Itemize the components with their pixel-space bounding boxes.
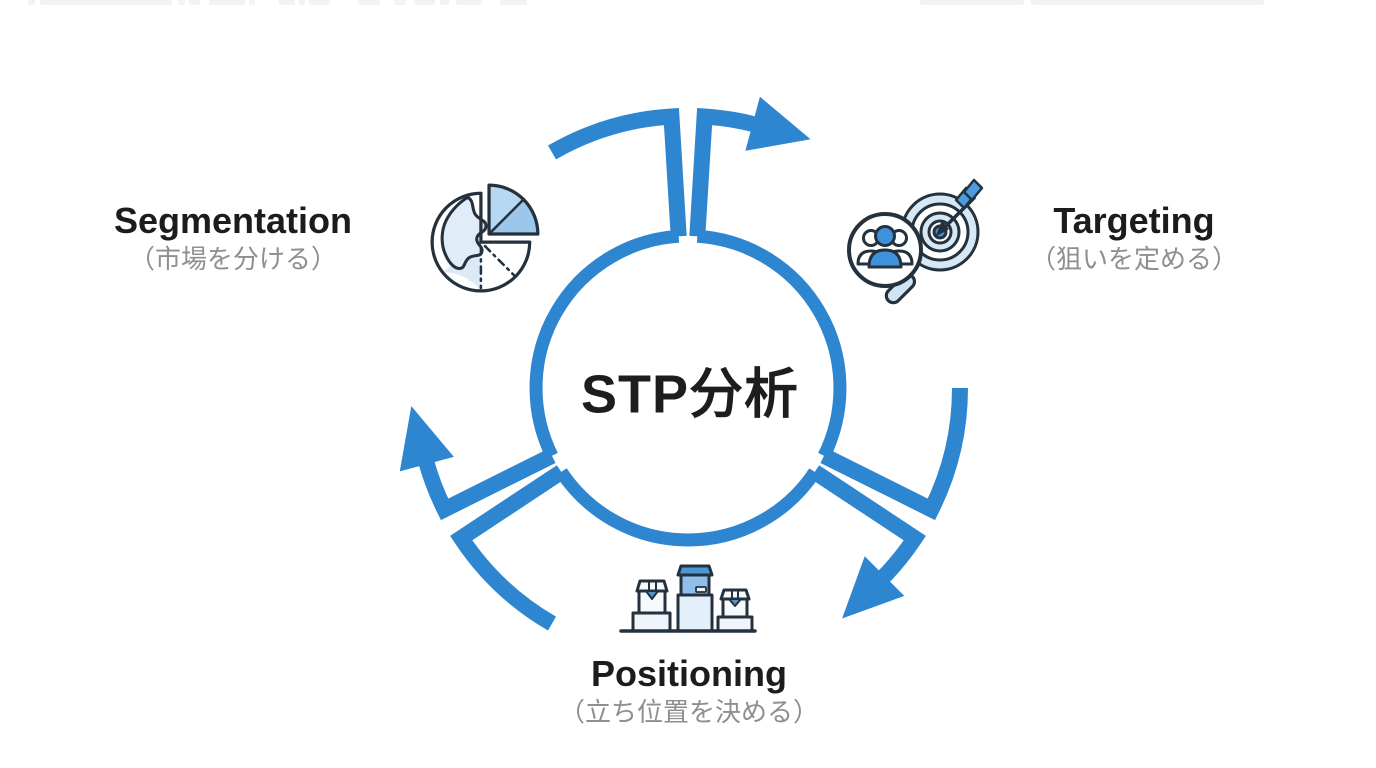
dashed-radius-diagonal xyxy=(483,244,517,278)
podium-boxes-icon xyxy=(619,564,757,633)
cycle-segment-3 xyxy=(399,108,687,521)
podium-step-center xyxy=(676,593,714,633)
node-segmentation: Segmentation （市場を分ける） xyxy=(113,200,353,274)
box-center xyxy=(676,564,714,597)
clockwise-arrowhead-top-right xyxy=(745,96,811,151)
diagram-title: STP分析 xyxy=(580,364,800,425)
positioning-sublabel: （立ち位置を決める） xyxy=(558,697,820,727)
cycle-segment-2 xyxy=(450,465,926,631)
clockwise-arrowhead-left xyxy=(399,406,454,472)
cropped-toolbar-artifacts xyxy=(0,0,1376,6)
cycle-segment-1 xyxy=(689,96,968,521)
podium-step-right xyxy=(716,615,754,633)
clockwise-arrowhead-bottom xyxy=(842,556,905,619)
targeting-sublabel: （狙いを定める） xyxy=(1029,244,1239,274)
pie-chart-globe-icon xyxy=(430,183,540,293)
node-targeting: Targeting （狙いを定める） xyxy=(1029,200,1239,274)
target-arrow-magnifier-icon xyxy=(847,178,984,305)
arrow-fletching xyxy=(962,178,984,202)
segmentation-sublabel: （市場を分ける） xyxy=(128,244,337,274)
node-positioning: Positioning （立ち位置を決める） xyxy=(558,653,820,727)
parcel-left xyxy=(635,579,669,615)
podium-step-left xyxy=(631,611,672,633)
targeting-label: Targeting xyxy=(1053,200,1215,241)
people-group xyxy=(856,225,914,269)
segmentation-label: Segmentation xyxy=(113,200,353,241)
parcel-right xyxy=(719,588,751,619)
separated-pie-slice xyxy=(487,183,540,236)
arrow-tip xyxy=(936,221,949,236)
positioning-label: Positioning xyxy=(591,653,787,694)
